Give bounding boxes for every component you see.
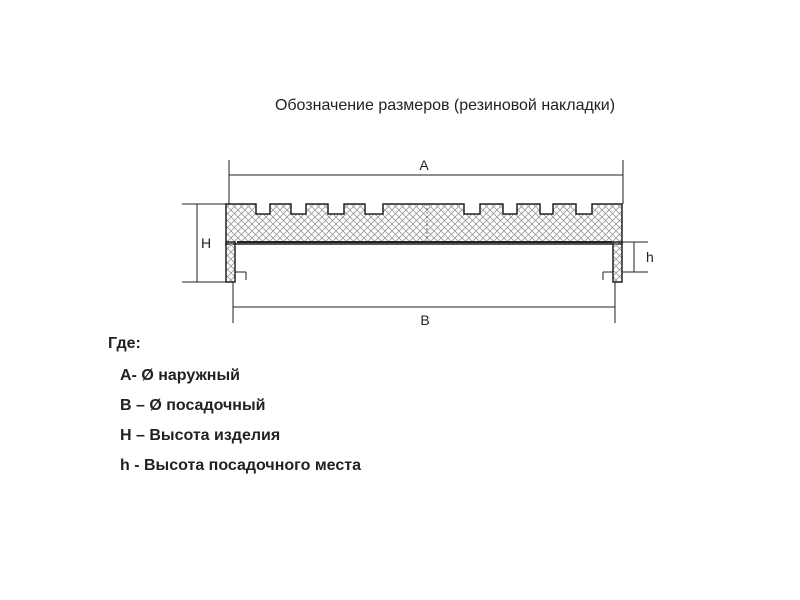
legend-item-b: В – Ø посадочный (120, 397, 266, 414)
dimension-big-h: H (182, 203, 226, 283)
pad-profile (225, 203, 623, 283)
dimension-small-h-label: h (646, 249, 654, 265)
legend-item-small-h: h - Высота посадочного места (120, 457, 361, 474)
dimension-b-label: B (420, 312, 429, 328)
legend-item-big-h: Н – Высота изделия (120, 427, 281, 444)
legend-item-a: А- Ø наружный (120, 367, 240, 384)
dimension-a-label: A (419, 157, 429, 173)
dimension-a: A (228, 157, 624, 204)
dimension-big-h-label: H (201, 235, 211, 251)
legend-heading: Где: (108, 335, 141, 352)
diagram-title: Обозначение размеров (резиновой накладки… (274, 97, 616, 114)
dimension-b: B (232, 282, 616, 328)
legend: Где: А- Ø наружный В – Ø посадочный Н – … (108, 335, 361, 481)
dimension-small-h: h (622, 241, 654, 273)
